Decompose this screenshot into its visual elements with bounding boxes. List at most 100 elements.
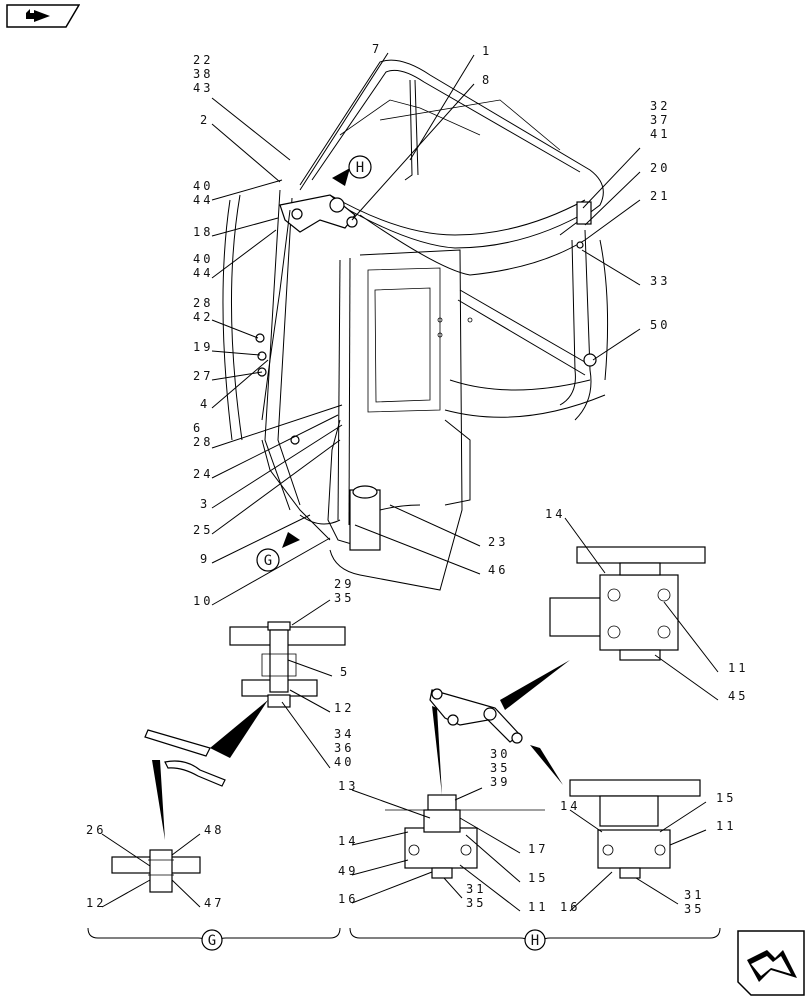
callout-2: 2 <box>200 113 281 183</box>
view-brackets: G H <box>87 927 721 951</box>
leader-line <box>443 877 463 899</box>
callout-number: 44 <box>193 266 213 280</box>
bracket-g-label: G <box>208 933 216 949</box>
leader-line <box>659 801 707 833</box>
callout-number: 11 <box>528 900 548 914</box>
leader-line <box>211 371 263 381</box>
leader-line <box>564 517 606 574</box>
leader-line <box>582 147 641 209</box>
leader-line <box>354 524 481 575</box>
callout-number: 50 <box>650 318 670 332</box>
callout-number: 14 <box>338 834 358 848</box>
callout-13: 13 <box>338 779 431 819</box>
leader-line <box>663 601 719 673</box>
callout-number: 38 <box>193 67 213 81</box>
callout-number: 33 <box>650 274 670 288</box>
previous-page-button[interactable] <box>6 4 81 28</box>
leader-line <box>211 97 291 161</box>
cab-fasteners <box>255 201 597 445</box>
leader-line <box>351 83 475 221</box>
callout-number: 34 <box>334 727 354 741</box>
leader-line <box>171 833 201 856</box>
callout-15: 15 <box>465 834 548 885</box>
callout-46: 46 <box>354 524 508 577</box>
callout-number: 26 <box>86 823 106 837</box>
view-g-label: G <box>264 553 272 569</box>
callout-11: 11 <box>459 864 548 914</box>
callout-number: 28 <box>193 296 213 310</box>
callout-number: 3 <box>200 497 210 511</box>
callout-number: 14 <box>560 799 580 813</box>
leader-line <box>592 328 641 361</box>
detail-h-lower-left <box>385 794 545 879</box>
callout-number: 30 <box>490 747 510 761</box>
callout-number: 10 <box>193 594 213 608</box>
callout-19: 19 <box>193 340 261 356</box>
callout-16: 16 <box>560 871 613 914</box>
leader-line <box>211 537 331 606</box>
detail-h-lower-right <box>569 779 701 879</box>
callout-number: 1 <box>482 44 492 58</box>
leader-line <box>454 787 483 801</box>
callout-20: 20 <box>584 161 667 226</box>
leader-line <box>211 217 279 237</box>
callout-number: 9 <box>200 552 210 566</box>
callout-17: 17 <box>459 817 545 856</box>
leader-line <box>211 123 281 183</box>
leader-line <box>281 701 331 769</box>
callout-4: 4 <box>200 359 269 411</box>
callout-number: 16 <box>560 900 580 914</box>
callout-11: 11 <box>663 601 748 675</box>
leader-line <box>211 319 259 339</box>
callout-16: 16 <box>338 871 433 906</box>
leader-line <box>635 877 679 905</box>
callout-number: 15 <box>528 871 548 885</box>
leader-line <box>351 789 431 819</box>
callout-number: 16 <box>338 892 358 906</box>
callout-number: 46 <box>488 563 508 577</box>
callout-number: 11 <box>728 661 748 675</box>
leader-line <box>351 831 409 846</box>
callout-number: 40 <box>193 179 213 193</box>
leader-line <box>287 659 333 677</box>
leader-line <box>351 871 433 904</box>
next-page-button[interactable] <box>737 930 805 996</box>
callout-14: 14 <box>560 799 603 833</box>
leader-line <box>584 171 641 226</box>
wiper-bracket-assembly <box>279 79 419 233</box>
callout-50: 50 <box>592 318 670 361</box>
leader-line <box>171 879 201 908</box>
callout-number: 35 <box>490 761 510 775</box>
callout-number: 45 <box>728 689 748 703</box>
callout-number: 6 <box>193 421 203 435</box>
callout-number: 48 <box>204 823 224 837</box>
leader-line <box>351 859 409 876</box>
callout-number: 35 <box>334 591 354 605</box>
callout-14: 14 <box>338 831 409 848</box>
callout-number: 25 <box>193 523 213 537</box>
callout-12: 12 <box>289 689 351 715</box>
callout-10: 10 <box>193 537 331 608</box>
callout-number: 12 <box>86 896 106 910</box>
leader-line <box>211 179 283 201</box>
leader-line <box>291 599 331 626</box>
callout-number: 35 <box>466 896 486 910</box>
callout-number: 40 <box>193 252 213 266</box>
leader-line <box>101 833 151 867</box>
back-arrow-icon <box>6 4 81 28</box>
leader-line <box>654 654 719 701</box>
callout-18: 18 <box>193 217 279 239</box>
callout-number: 14 <box>545 507 565 521</box>
callout-33: 33 <box>581 249 670 288</box>
callout-47: 47 <box>171 879 221 910</box>
leader-line <box>299 52 389 191</box>
callout-number: 41 <box>650 127 670 141</box>
callout-9: 9 <box>200 514 311 566</box>
callout-21: 21 <box>584 189 667 241</box>
detail-bolt-5 <box>229 621 346 708</box>
callout-number: 18 <box>193 225 213 239</box>
